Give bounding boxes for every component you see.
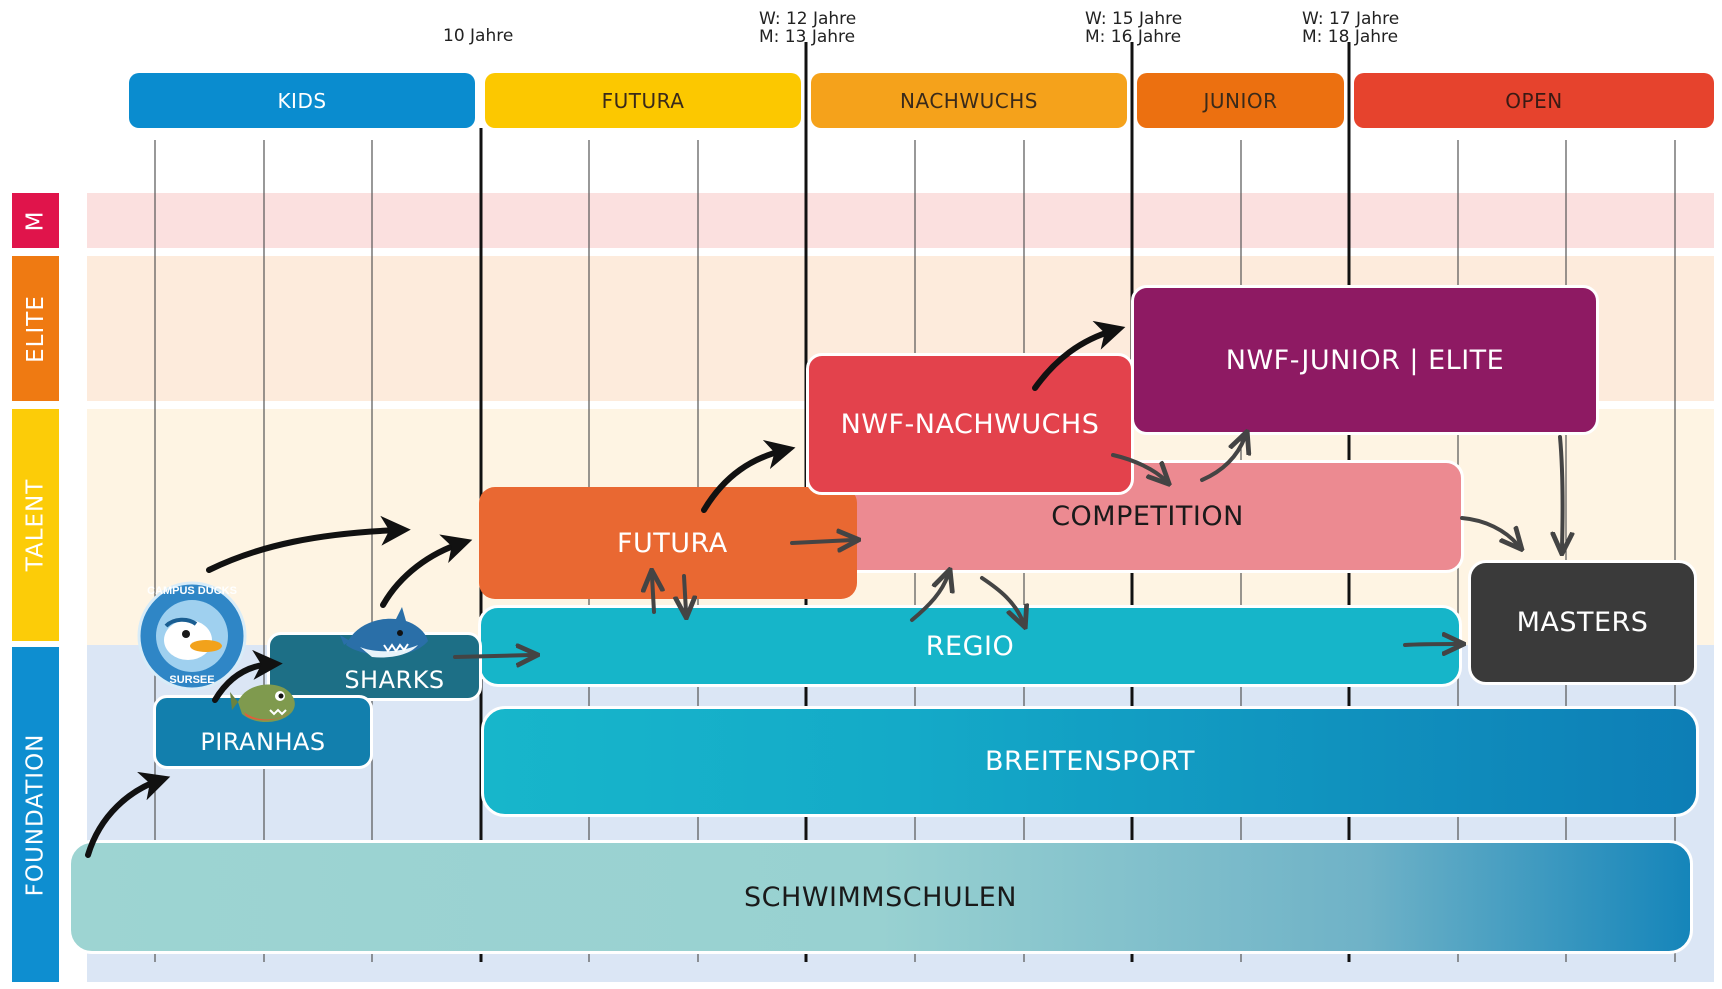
- masters-box: MASTERS: [1468, 560, 1697, 685]
- shark-icon: [340, 605, 430, 667]
- piranha-icon: [230, 676, 300, 730]
- age-marker-10: 10 Jahre: [443, 26, 514, 46]
- age-marker-17-18: W: 17 Jahre M: 18 Jahre: [1302, 9, 1400, 47]
- level-elite: ELITE: [12, 256, 59, 401]
- logo-text-top: CAMPUS DUCKS: [147, 585, 237, 597]
- band-m: [87, 193, 1714, 248]
- regio-box: REGIO: [478, 605, 1462, 687]
- phase-open: OPEN: [1354, 73, 1714, 128]
- nwf-nachwuchs-box: NWF-NACHWUCHS: [806, 353, 1134, 495]
- age-marker-12-13: W: 12 Jahre M: 13 Jahre: [759, 9, 857, 47]
- schwimmschulen-box: SCHWIMMSCHULEN: [68, 840, 1693, 954]
- phase-junior: JUNIOR: [1137, 73, 1344, 128]
- phase-kids: KIDS: [129, 73, 475, 128]
- level-talent: TALENT: [12, 409, 59, 641]
- level-m: M: [12, 193, 59, 248]
- age-marker-15-16: W: 15 Jahre M: 16 Jahre: [1085, 9, 1183, 47]
- futura-box: FUTURA: [479, 487, 857, 599]
- level-foundation: FOUNDATION: [12, 647, 59, 982]
- breitensport-box: BREITENSPORT: [481, 706, 1699, 817]
- duck-logo-icon: CAMPUS DUCKS SURSEE: [136, 580, 248, 692]
- phase-futura: FUTURA: [485, 73, 801, 128]
- phase-nachwuchs: NACHWUCHS: [811, 73, 1127, 128]
- nwf-junior-elite-box: NWF-JUNIOR | ELITE: [1131, 285, 1599, 435]
- logo-text-bottom: SURSEE: [169, 674, 215, 686]
